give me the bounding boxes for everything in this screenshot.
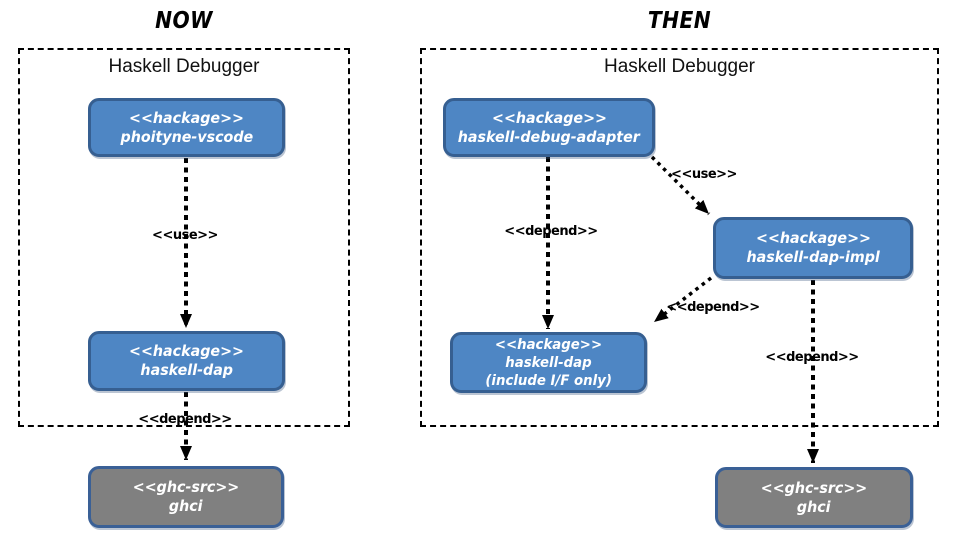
node-phoityne-vscode: <<hackage>> phoityne-vscode bbox=[88, 98, 285, 157]
node-then-haskell-dap: <<hackage>> haskell-dap (include I/F onl… bbox=[450, 332, 647, 393]
node-haskell-debug-adapter-stereotype: <<hackage>> bbox=[491, 108, 607, 127]
then-depend-right-label: <<depend>> bbox=[765, 350, 859, 365]
now-title: NOW bbox=[155, 8, 213, 34]
node-then-ghci-name: ghci bbox=[797, 497, 831, 516]
then-container-label: Haskell Debugger bbox=[603, 56, 756, 77]
node-phoityne-vscode-stereotype: <<hackage>> bbox=[129, 108, 244, 127]
node-now-ghci: <<ghc-src>> ghci bbox=[88, 466, 284, 528]
node-then-haskell-dap-note: (include I/F only) bbox=[485, 372, 612, 389]
then-title: THEN bbox=[647, 8, 712, 34]
node-haskell-dap-impl: <<hackage>> haskell-dap-impl bbox=[713, 217, 913, 279]
now-use-label: <<use>> bbox=[152, 228, 218, 243]
then-use-label: <<use>> bbox=[671, 167, 737, 182]
node-now-haskell-dap: <<hackage>> haskell-dap bbox=[88, 331, 285, 391]
node-then-haskell-dap-name: haskell-dap bbox=[505, 354, 592, 371]
now-depend-label: <<depend>> bbox=[138, 412, 232, 427]
node-haskell-debug-adapter-name: haskell-debug-adapter bbox=[457, 127, 641, 146]
node-then-ghci: <<ghc-src>> ghci bbox=[715, 467, 913, 528]
node-now-haskell-dap-stereotype: <<hackage>> bbox=[129, 342, 244, 360]
node-then-haskell-dap-stereotype: <<hackage>> bbox=[494, 336, 603, 353]
node-haskell-dap-impl-stereotype: <<hackage>> bbox=[755, 229, 871, 247]
node-haskell-debug-adapter: <<hackage>> haskell-debug-adapter bbox=[443, 98, 655, 157]
now-container-label: Haskell Debugger bbox=[108, 56, 260, 77]
then-depend-left-label: <<depend>> bbox=[504, 224, 598, 239]
node-now-ghci-stereotype: <<ghc-src>> bbox=[132, 478, 240, 496]
node-haskell-dap-impl-name: haskell-dap-impl bbox=[746, 248, 880, 266]
then-depend-diag-label: <<depend>> bbox=[666, 300, 760, 315]
then-use-arrow bbox=[650, 155, 711, 216]
node-now-ghci-name: ghci bbox=[169, 497, 203, 515]
node-phoityne-vscode-name: phoityne-vscode bbox=[120, 127, 253, 146]
now-container: Haskell Debugger bbox=[18, 48, 350, 427]
node-now-haskell-dap-name: haskell-dap bbox=[140, 361, 233, 379]
then-container: Haskell Debugger bbox=[420, 48, 939, 427]
node-then-ghci-stereotype: <<ghc-src>> bbox=[760, 478, 868, 497]
